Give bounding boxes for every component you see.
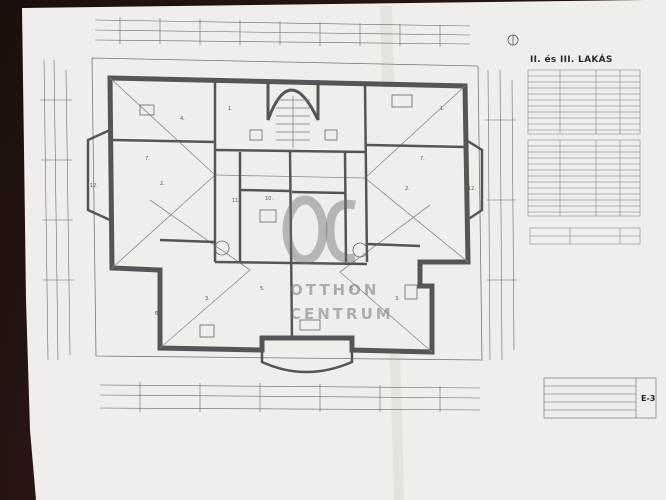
svg-text:1.: 1. [440, 106, 445, 112]
svg-text:12.: 12. [90, 183, 98, 189]
svg-text:3.: 3. [395, 296, 400, 302]
title-block [543, 377, 657, 419]
roof-outline [91, 57, 483, 361]
stair-bay [266, 80, 320, 121]
plan-title: II. és III. LAKÁS [530, 55, 613, 65]
svg-text:11.: 11. [232, 198, 240, 204]
bottom-balcony [260, 350, 354, 374]
interior-walls [111, 80, 467, 341]
right-bay-window [465, 138, 484, 222]
room-schedule-table [527, 69, 641, 245]
watermark-line2: CENTRUM [290, 305, 394, 323]
svg-text:6.: 6. [155, 311, 160, 317]
dimension-ticks [40, 17, 517, 412]
svg-text:7.: 7. [145, 156, 150, 162]
fixtures [139, 94, 418, 338]
svg-text:2.: 2. [160, 181, 165, 187]
watermark-line1: OTTHON [290, 281, 380, 299]
svg-text:12.: 12. [468, 186, 476, 192]
svg-text:2.: 2. [405, 186, 410, 192]
svg-text:7.: 7. [420, 156, 425, 162]
watermark-logo [282, 195, 356, 265]
svg-text:1.: 1. [228, 106, 233, 112]
svg-text:5.: 5. [350, 286, 355, 292]
room-tags: 4. 1. 7. 7. 2. 2. 12. 12. 10. 11. 5. 5. 3. 3. 1… [90, 106, 476, 317]
svg-text:10.: 10. [265, 196, 273, 202]
svg-text:5.: 5. [260, 286, 265, 292]
stair-treads [276, 96, 310, 148]
svg-text:3.: 3. [205, 296, 210, 302]
svg-text:4.: 4. [180, 116, 185, 122]
dimension-lines [43, 19, 515, 411]
sheet-code: E-3 [641, 394, 656, 403]
left-bay-window [86, 128, 111, 222]
